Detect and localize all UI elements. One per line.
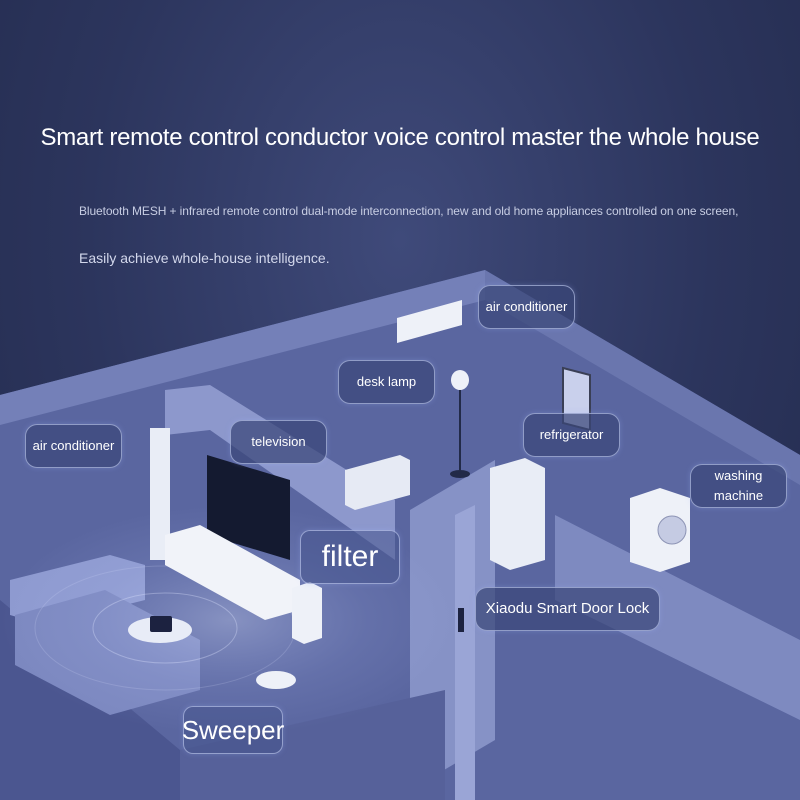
- robot-sweeper: [256, 671, 296, 689]
- signal-ring-inner: [92, 592, 238, 664]
- tv-cabinet: [165, 525, 300, 620]
- subtitle-line-2: Easily achieve whole-house intelligence.: [79, 250, 330, 266]
- front-wall-right: [180, 690, 445, 800]
- label-sweeper: Sweeper: [182, 706, 284, 754]
- smart-door-lock: [458, 608, 464, 632]
- label-air-conditioner-tower: air conditioner: [25, 424, 122, 468]
- air-purifier: [292, 582, 322, 644]
- back-wall-left: [0, 270, 485, 425]
- label-air-conditioner-wall: air conditioner: [478, 285, 575, 329]
- subtitle-line-1: Bluetooth MESH + infrared remote control…: [79, 204, 739, 218]
- wall-air-conditioner: [397, 300, 462, 343]
- washer-door: [657, 515, 687, 545]
- partition-laundry: [555, 515, 800, 720]
- label-door-lock: Xiaodu Smart Door Lock: [475, 587, 660, 631]
- smart-speaker-screen: [150, 616, 172, 632]
- tower-ac-unit: [150, 428, 170, 560]
- label-television: television: [230, 420, 327, 464]
- lamp-shade: [451, 370, 469, 390]
- label-filter: filter: [300, 530, 400, 584]
- partition-door: [455, 505, 475, 800]
- lamp-base: [450, 470, 470, 478]
- tv-screen: [207, 455, 290, 560]
- dresser: [345, 455, 410, 510]
- label-refrigerator: refrigerator: [523, 413, 620, 457]
- label-washing-machine: washing machine: [690, 464, 787, 508]
- refrigerator: [490, 458, 545, 570]
- partition-tv-wall: [165, 385, 395, 560]
- label-desk-lamp: desk lamp: [338, 360, 435, 404]
- page-title: Smart remote control conductor voice con…: [40, 124, 760, 151]
